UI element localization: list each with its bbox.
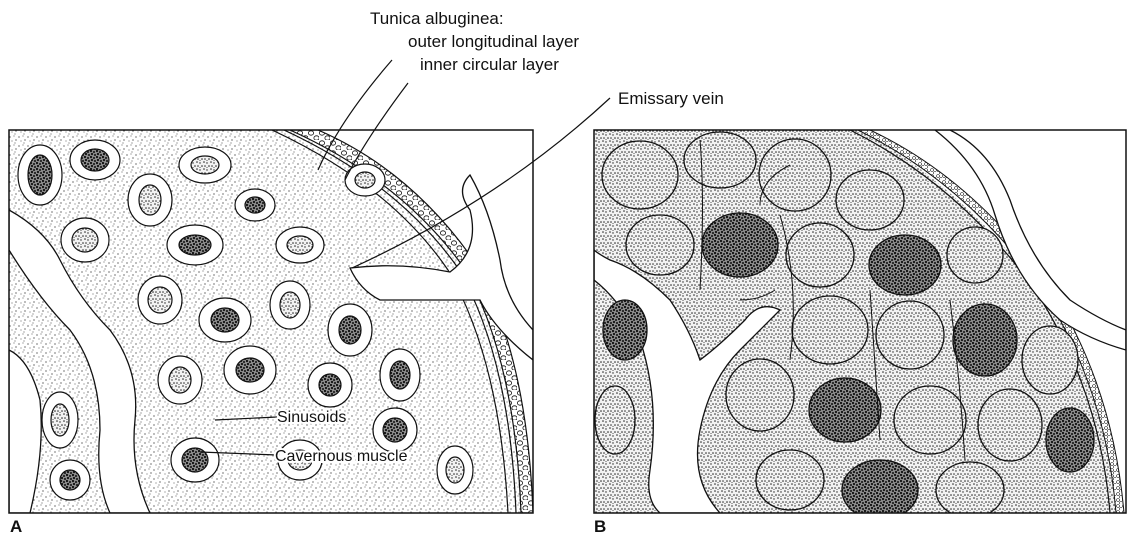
panel-b <box>594 130 1126 520</box>
panel-b-label: B <box>594 517 606 535</box>
outer-layer-label: outer longitudinal layer <box>408 32 579 51</box>
panel-a <box>9 130 533 513</box>
panel-a-label: A <box>10 517 22 535</box>
tunica-albuginea-label: Tunica albuginea: <box>370 9 504 28</box>
inner-layer-label: inner circular layer <box>420 55 559 74</box>
sinusoids-label: Sinusoids <box>277 409 346 426</box>
cavernous-muscle-label: Cavernous muscle <box>275 448 408 465</box>
emissary-vein-label: Emissary vein <box>618 89 724 108</box>
